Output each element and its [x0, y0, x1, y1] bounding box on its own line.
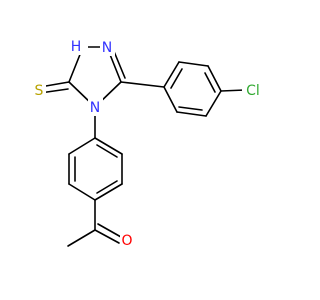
atom-n2-label: N [102, 40, 112, 56]
bond-ph2-3-4-inner [96, 180, 118, 194]
atom-n2-text: N [102, 40, 112, 56]
bond-ph-a-b [178, 61, 209, 67]
atom-nh-text: H [71, 39, 82, 55]
bond-carbonyl-o [94, 229, 120, 244]
atom-n2: N [100, 38, 115, 56]
bond-ph-e-ph1 [163, 86, 178, 113]
bond-c-cl [220, 89, 246, 92]
bond-ph2-4-5 [68, 183, 96, 201]
atom-n4-text: N [90, 100, 100, 116]
bond-ph2-1-2 [94, 137, 123, 155]
atom-cl: Cl [242, 81, 264, 99]
atom-o-label: O [121, 233, 132, 249]
bond-ph1-a-inner [170, 68, 183, 89]
bond-ph-b-c [207, 65, 222, 92]
bond-ph1-a [163, 61, 180, 88]
bond-ph2-1-2-inner [96, 144, 118, 158]
atom-nh: H [64, 37, 88, 55]
bond-c3-ph1 [120, 81, 165, 88]
atom-cl-text: Cl [246, 83, 260, 99]
atom-n4-label: N [90, 100, 100, 116]
bond-carbonyl-o-double [97, 223, 122, 238]
atom-nh-label: H [71, 39, 82, 55]
bond-ph2-6-1 [68, 137, 96, 155]
bond-ph-d-e-inner [178, 106, 203, 111]
bond-ph-c-d [205, 90, 222, 117]
atom-s: S [32, 81, 46, 99]
atom-s-text: S [35, 83, 44, 99]
atom-o-text: O [121, 233, 132, 249]
atom-o: O [120, 231, 134, 249]
molecule-structure: H N N S Cl O [32, 37, 264, 249]
bond-ph2-3-4 [94, 183, 123, 201]
atom-n4: N [88, 98, 103, 116]
atom-cl-label: Cl [246, 83, 260, 99]
atom-s-label: S [35, 83, 44, 99]
bond-ph-b-c-inner [204, 72, 216, 93]
bond-ph-d-e [176, 111, 207, 117]
bond-carbonyl-methyl [67, 229, 96, 247]
